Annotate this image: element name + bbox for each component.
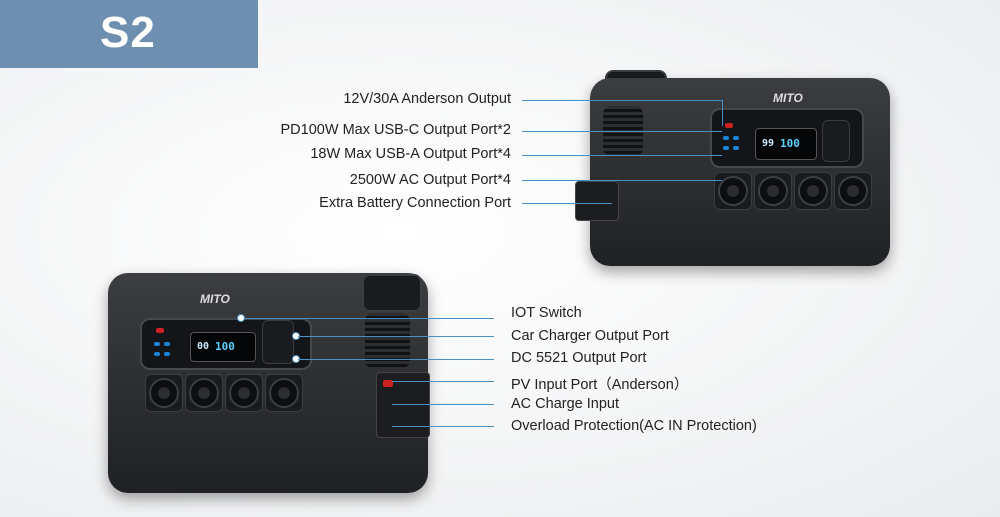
power-station-top: MITO 99 100 [575, 68, 895, 268]
lcd-left-value: 99 [762, 138, 775, 149]
label-extra-battery-port: Extra Battery Connection Port [319, 195, 511, 211]
usb-c-port [164, 342, 170, 346]
label-pv-input: PV Input Port（Anderson） [511, 377, 689, 393]
usb-a-port [723, 146, 729, 150]
page-title: S2 [100, 8, 156, 57]
usb-c-port [154, 342, 160, 346]
ac-outlet [269, 378, 299, 408]
lcd-center-value: 100 [215, 340, 235, 353]
label-ac-charge-input: AC Charge Input [511, 396, 620, 412]
leader-line [244, 318, 494, 319]
ac-outlet [149, 378, 179, 408]
extra-battery-port [575, 181, 619, 221]
usb-a-port [164, 352, 170, 356]
leader-line [522, 155, 722, 156]
car-charger-port [822, 120, 850, 162]
label-dc-5521-output: DC 5521 Output Port [511, 350, 647, 366]
label-ac-output: 2500W AC Output Port*4 [349, 172, 511, 188]
power-station-bottom: MITO 00 100 [100, 268, 440, 503]
side-vent [365, 313, 410, 368]
usb-c-port [733, 136, 739, 140]
car-charger-port [262, 320, 294, 364]
leader-line [522, 180, 722, 181]
label-iot-switch: IOT Switch [511, 305, 582, 321]
usb-port-indicator [156, 328, 164, 333]
leader-line [522, 100, 722, 101]
ac-outlet [758, 176, 788, 206]
brand-logo: MITO [200, 292, 230, 306]
ac-outlet [798, 176, 828, 206]
leader-line [392, 426, 494, 427]
lcd-screen [755, 128, 817, 160]
ac-outlet [229, 378, 259, 408]
leader-line [722, 100, 723, 126]
label-overload-protection: Overload Protection(AC IN Protection) [511, 418, 757, 434]
label-usb-c-output: PD100W Max USB-C Output Port*2 [280, 122, 511, 138]
leader-line [392, 381, 494, 382]
leader-line [298, 359, 494, 360]
pv-input-port [383, 380, 393, 387]
ac-outlet [718, 176, 748, 206]
usb-port-indicator [725, 123, 733, 128]
lcd-screen [190, 332, 256, 362]
usb-a-port [733, 146, 739, 150]
usb-c-port [723, 136, 729, 140]
header-band [0, 0, 258, 68]
usb-a-port [154, 352, 160, 356]
leader-line [298, 336, 494, 337]
lcd-center-value: 100 [780, 137, 800, 150]
leader-line [522, 131, 722, 132]
ac-outlet [189, 378, 219, 408]
label-anderson-output: 12V/30A Anderson Output [343, 91, 511, 107]
label-car-charger-output: Car Charger Output Port [511, 328, 669, 344]
label-usb-a-output: 18W Max USB-A Output Port*4 [310, 146, 511, 162]
lcd-left-value: 00 [197, 341, 210, 352]
carry-handle [362, 274, 422, 312]
brand-logo: MITO [773, 91, 803, 105]
leader-line [522, 203, 612, 204]
leader-line [392, 404, 494, 405]
ac-outlet [838, 176, 868, 206]
